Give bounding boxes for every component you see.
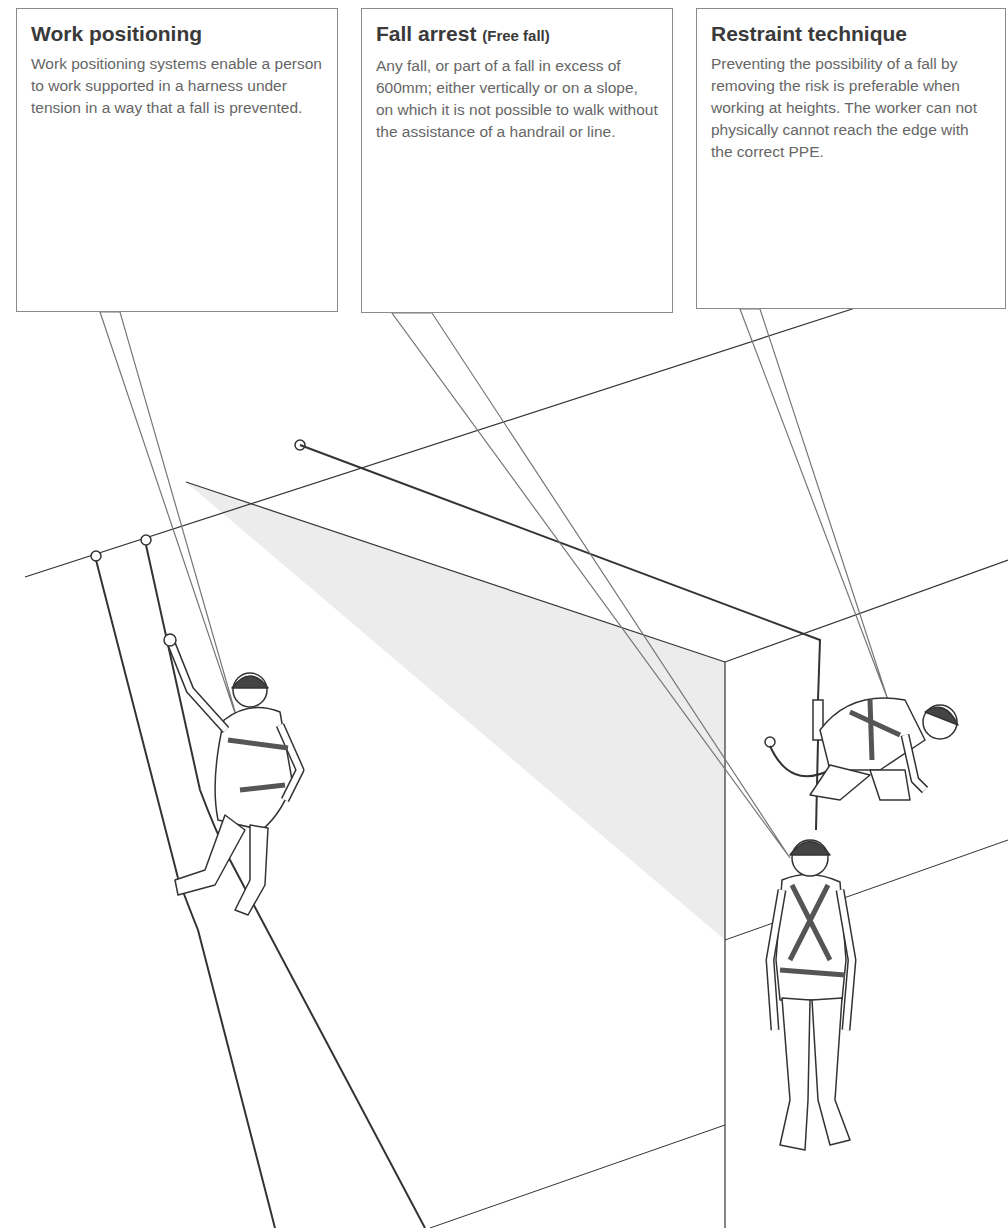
building-base — [725, 840, 1008, 940]
box-heading: Restraint technique — [711, 22, 907, 45]
work-rope — [96, 560, 275, 1228]
box-heading: Fall arrest — [376, 22, 476, 45]
worker-figure — [770, 840, 852, 1150]
worker-figure — [810, 698, 958, 800]
heading-row: Restraint technique — [711, 21, 991, 47]
box-body: Preventing the possibility of a fall by … — [711, 53, 991, 163]
heading-note: (Free fall) — [482, 27, 550, 44]
callout-box: Restraint techniquePreventing the possib… — [696, 8, 1006, 309]
box-body: Work positioning systems enable a person… — [31, 53, 323, 119]
horizontal-lifeline — [300, 445, 820, 700]
callout-box: Work positioningWork positioning systems… — [16, 8, 338, 312]
anchor-point — [141, 535, 151, 545]
leader-wedge — [392, 313, 790, 858]
box-heading: Work positioning — [31, 22, 202, 45]
anchor-point — [765, 737, 775, 747]
anchor-point — [91, 551, 101, 561]
work-rope — [146, 545, 425, 1228]
box-body: Any fall, or part of a fall in excess of… — [376, 55, 658, 143]
roof-right-edge — [725, 560, 1008, 662]
heading-row: Work positioning — [31, 21, 323, 47]
leader-wedge — [100, 312, 238, 722]
building-corner — [724, 662, 725, 1228]
callout-box: Fall arrest (Free fall) Any fall, or part… — [361, 8, 673, 313]
leader-wedge — [740, 309, 888, 700]
building-side-face — [186, 482, 725, 940]
worker-figure — [164, 634, 300, 915]
heading-row: Fall arrest (Free fall) — [376, 21, 658, 49]
ground-line — [430, 1125, 725, 1228]
